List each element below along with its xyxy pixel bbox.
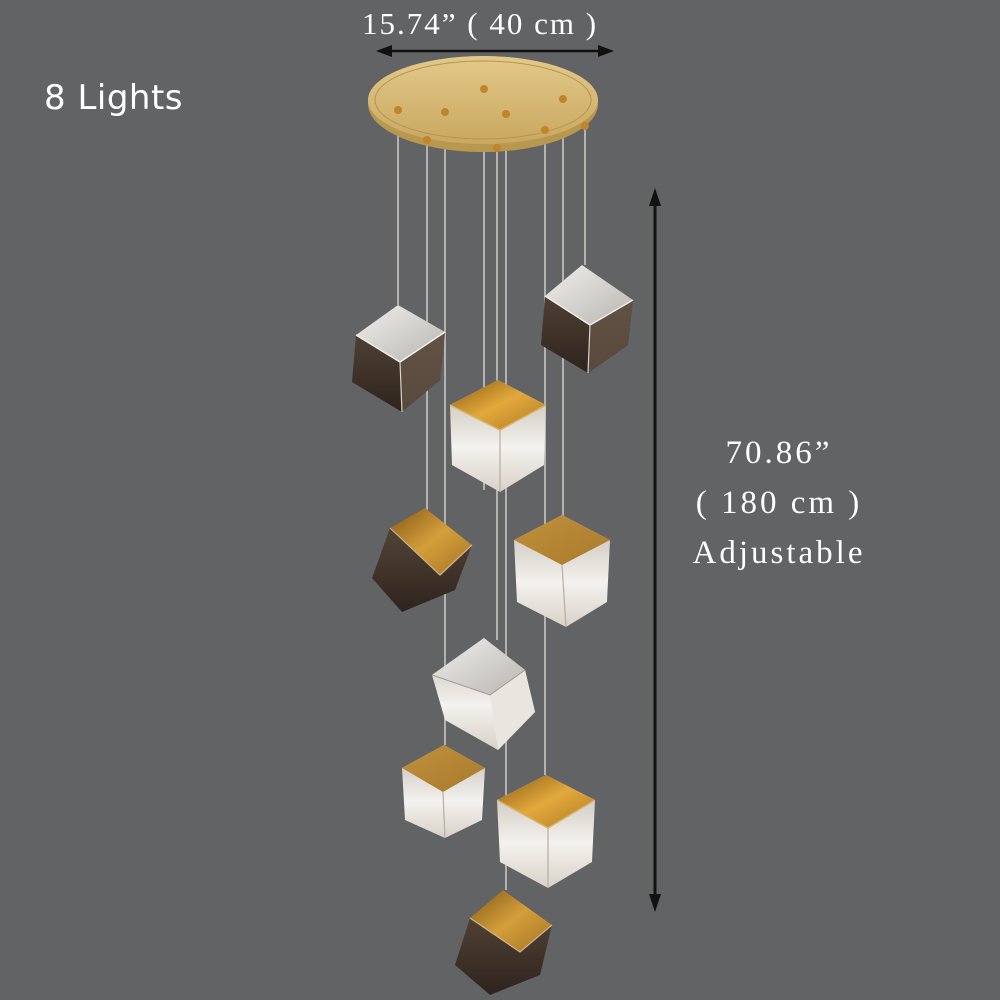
light-count-label: 8 Lights bbox=[44, 78, 184, 118]
adjustable-note: Adjustable bbox=[692, 535, 866, 571]
pendant-smoke-upper-right bbox=[541, 265, 634, 374]
pendant-gold-open-center bbox=[449, 380, 547, 492]
pendant-gold-open-lower-right bbox=[496, 775, 596, 888]
width-dimension-label: 15.74” ( 40 cm ) bbox=[362, 6, 599, 41]
height-inches: 70.86” bbox=[725, 435, 833, 471]
pendant-smoke-gold-mid-left bbox=[372, 508, 473, 612]
pendant-smoke-upper-left bbox=[352, 305, 446, 413]
height-dimension-label: 70.86” ( 180 cm ) Adjustable bbox=[668, 428, 890, 578]
pendant-smoke-gold-bottom bbox=[455, 890, 553, 995]
pendant-gold-top-lower-left bbox=[402, 745, 485, 839]
height-cm: ( 180 cm ) bbox=[695, 485, 863, 521]
pendant-gold-top-mid-right bbox=[514, 515, 610, 628]
pendant-silver-center bbox=[431, 638, 535, 750]
ceiling-canopy bbox=[368, 56, 598, 152]
width-arrow bbox=[376, 45, 614, 57]
height-arrow bbox=[649, 188, 661, 912]
